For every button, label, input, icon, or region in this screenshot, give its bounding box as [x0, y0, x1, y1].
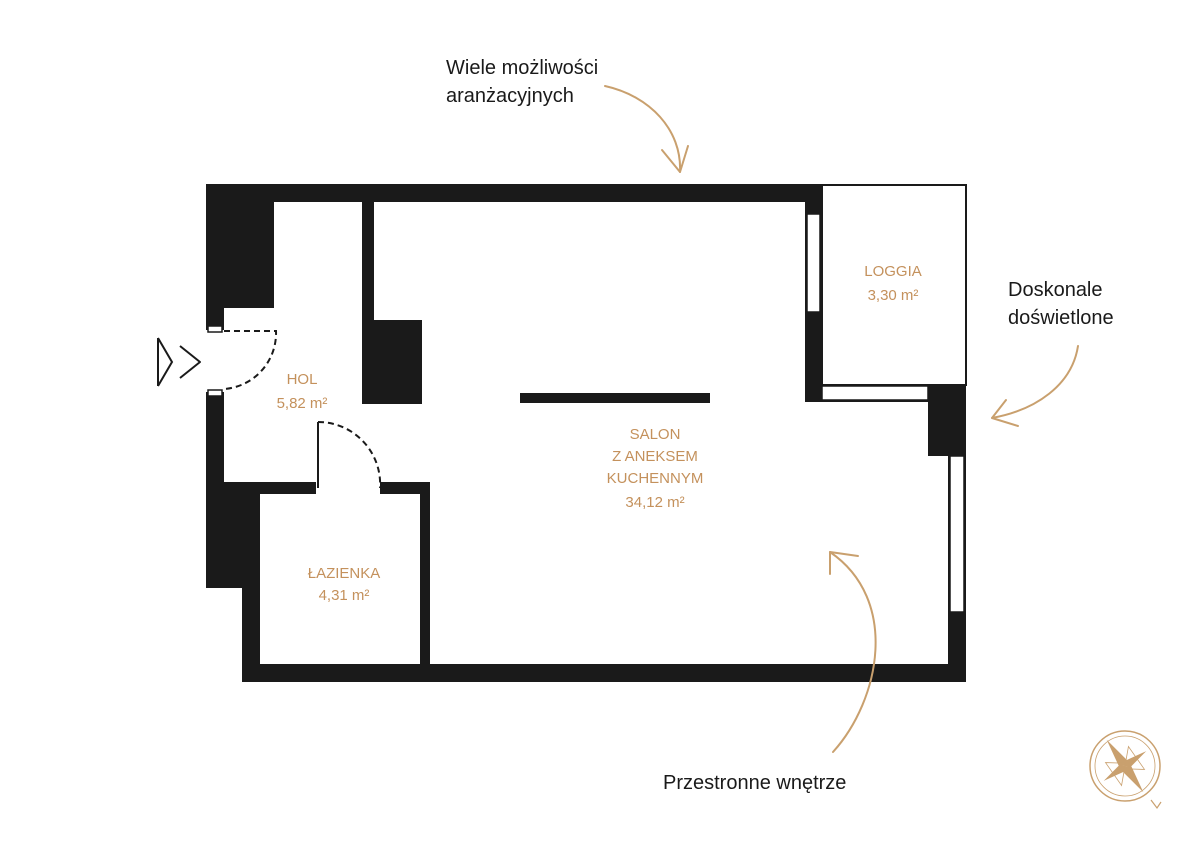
callout-bottom-arrow	[829, 551, 877, 753]
wall-top	[206, 184, 822, 202]
wall-bathroom-right	[420, 482, 430, 682]
entrance-arrow-icon	[157, 337, 201, 387]
wall-left-upper	[206, 300, 224, 330]
entrance-door-swing	[223, 330, 278, 390]
room-loggia-area: 3,30 m²	[868, 287, 919, 304]
callout-bottom-arrowhead	[829, 551, 859, 575]
windows	[207, 213, 965, 613]
kitchen-counter	[520, 393, 710, 403]
callout-right-arrowhead	[991, 399, 1019, 427]
room-hol-name: HOL	[287, 371, 318, 388]
callout-top-line1: Wiele możliwości	[446, 57, 598, 79]
callout-right-arrow	[991, 345, 1079, 419]
column-block	[362, 320, 422, 404]
room-hol-area: 5,82 m²	[277, 395, 328, 412]
wall-bottom	[242, 664, 966, 682]
room-labels: HOL 5,82 m² ŁAZIENKA 4,31 m² SALON Z ANE…	[277, 263, 922, 604]
wall-bathroom-top-right	[380, 482, 430, 494]
door-jamb-bottom	[207, 389, 223, 397]
room-salon-name-line1: SALON	[630, 426, 681, 443]
callout-right-line2: doświetlone	[1008, 307, 1114, 329]
callouts: Wiele możliwości aranżacyjnych Doskonale…	[446, 57, 1114, 794]
room-loggia-name: LOGGIA	[864, 263, 922, 280]
callout-top-line2: aranżacyjnych	[446, 85, 574, 107]
wall-bathroom-top-left	[224, 482, 316, 494]
bathroom-door-swing	[317, 420, 382, 489]
walls	[206, 184, 967, 682]
callout-top-arrow	[604, 85, 682, 173]
window-loggia-door	[806, 213, 821, 313]
room-salon-name-line2: Z ANEKSEM	[612, 448, 698, 465]
window-right	[949, 455, 965, 613]
room-lazienka-name: ŁAZIENKA	[308, 565, 381, 582]
wall-left-upper-block	[206, 184, 274, 308]
door-jamb-top	[207, 325, 223, 333]
loggia-outline	[821, 184, 967, 386]
wall-right-block	[928, 384, 966, 456]
window-loggia-bottom	[821, 385, 929, 401]
room-salon-name-line3: KUCHENNYM	[607, 470, 704, 487]
room-lazienka-area: 4,31 m²	[319, 587, 370, 604]
compass-rose-icon	[1089, 730, 1162, 810]
callout-top-arrowhead	[661, 145, 689, 173]
wall-bathroom-left	[242, 482, 260, 682]
callout-bottom: Przestronne wnętrze	[663, 772, 846, 794]
doors	[223, 330, 382, 489]
callout-right-line1: Doskonale	[1008, 279, 1103, 301]
room-salon-area: 34,12 m²	[625, 494, 684, 511]
